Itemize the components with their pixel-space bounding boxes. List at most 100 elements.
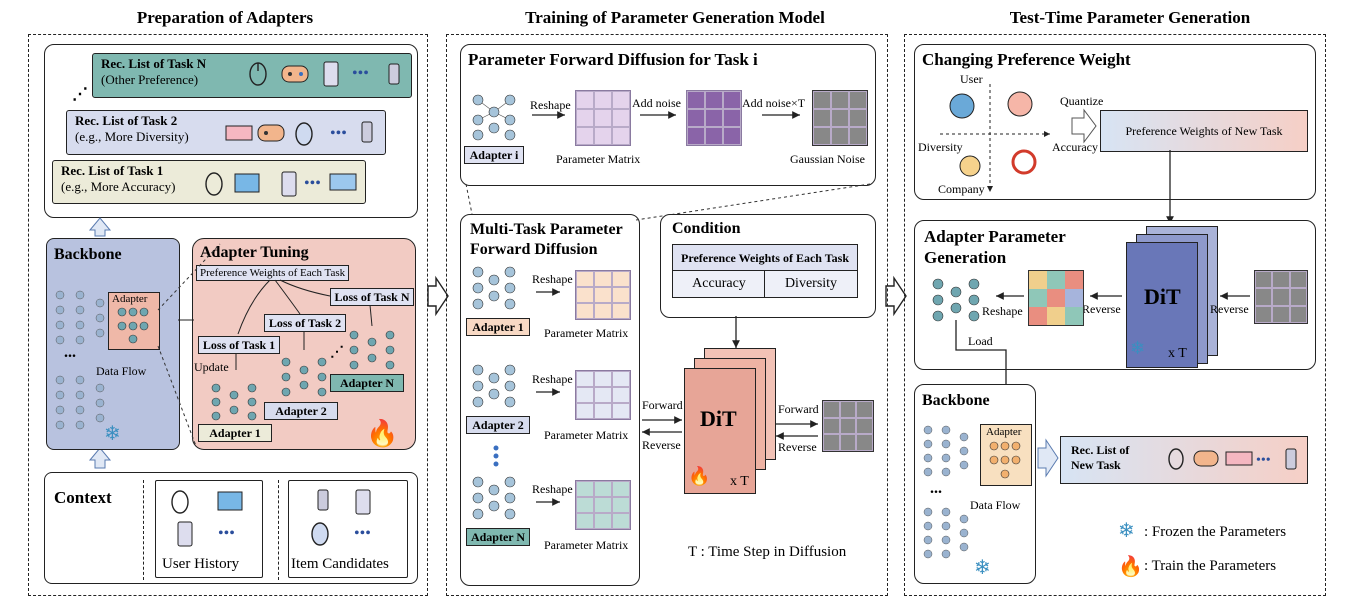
gaussian-noise-train [822, 400, 874, 452]
rec-list-task-n-subtitle: (Other Preference) [101, 72, 199, 87]
context-title: Context [54, 488, 112, 507]
adapter-i-network [472, 94, 800, 141]
mouse-icon [311, 522, 329, 546]
adapter-gen-title: Adapter Parameter Generation [924, 227, 1066, 267]
backbone-title: Backbone [54, 246, 122, 263]
adapter-1-tuning: Adapter 1 [198, 424, 272, 442]
dit-xT-test: x T [1168, 346, 1187, 361]
data-flow-label: Data Flow [96, 364, 147, 378]
forward-label-right: Forward [778, 402, 819, 416]
reverse-label-test-2: Reverse [1082, 302, 1121, 316]
frozen-legend: : Frozen the Parameters [1144, 524, 1287, 540]
multi-task-networks [472, 266, 560, 520]
target-icon [1011, 149, 1037, 175]
reshape-label-1: Reshape [532, 272, 573, 286]
reshape-label-n: Reshape [532, 482, 573, 496]
reshape-label-test: Reshape [982, 304, 1023, 318]
watch-icon [317, 489, 329, 511]
quantize-arrow [1071, 108, 1097, 144]
monitor-icon [217, 491, 243, 511]
parameter-matrix-label-1: Parameter Matrix [544, 326, 629, 340]
changing-pref-title: Changing Preference Weight [922, 50, 1131, 69]
watch-icon [1285, 448, 1297, 470]
rec-list-new-task-label: Rec. List of New Task [1071, 443, 1130, 472]
user-axis-label: User [960, 72, 983, 86]
data-flow-test-label: Data Flow [970, 498, 1021, 512]
adapter-n-tag: Adapter N [466, 528, 530, 546]
watch-icon [361, 121, 373, 143]
backbone-adapter-label: Adapter [112, 293, 148, 305]
accuracy-axis-label: Accuracy [1052, 140, 1098, 154]
more-dots: ••• [330, 125, 347, 142]
noisy-matrix [686, 90, 742, 146]
parameter-matrix-top [575, 90, 631, 146]
phone-icon [177, 521, 193, 547]
gamepad-icon [257, 124, 285, 142]
user-history-label: User History [162, 556, 240, 572]
dit-label-test: DiT [1144, 284, 1181, 309]
gamepad-icon [1193, 450, 1219, 467]
reverse-label-test-1: Reverse [1210, 302, 1249, 316]
parameter-matrix-2 [575, 370, 631, 420]
context-divider-2 [278, 480, 279, 580]
rec-list-items-icons: ••• ••• ••• [205, 61, 400, 197]
mouse-icon [171, 490, 189, 514]
quantize-label: Quantize [1060, 94, 1104, 108]
more-dots: ••• [1256, 453, 1271, 468]
adapter-2-tuning: Adapter 2 [264, 402, 338, 420]
mouse-icon [295, 122, 313, 146]
company-icon [959, 155, 981, 177]
rec-list-task-n: Rec. List of Task N (Other Preference) [92, 53, 412, 98]
adapter-n-tuning: Adapter N [330, 374, 404, 392]
rec-list-task-2-subtitle: (e.g., More Diversity) [75, 129, 189, 144]
more-dots: ••• [304, 175, 321, 192]
adapter-1-tag: Adapter 1 [466, 318, 530, 336]
more-dots: ••• [352, 65, 369, 82]
accuracy-cell: Accuracy [672, 270, 766, 298]
backbone-network: ❄ [55, 290, 149, 445]
section-title-training: Training of Parameter Generation Model [525, 8, 825, 27]
condition-arrow [732, 316, 740, 348]
dit-layer-front [684, 368, 756, 494]
multi-task-title: Multi-Task Parameter Forward Diffusion [470, 221, 623, 258]
forward-label-left: Forward [642, 398, 683, 412]
reverse-label-left: Reverse [642, 438, 681, 452]
mouse-icon [205, 172, 223, 196]
context-icons: ••• ••• [171, 489, 371, 547]
forward-diffusion-title: Parameter Forward Diffusion for Task i [468, 50, 758, 69]
gaussian-noise-test [1254, 270, 1308, 324]
condition-title: Condition [672, 220, 741, 237]
mouse-icon [249, 62, 267, 86]
monitor-icon [234, 173, 260, 193]
training-panel [446, 34, 888, 596]
backbone-test-adapter-label: Adapter [986, 426, 1022, 438]
loss-task-2: Loss of Task 2 [264, 314, 346, 332]
time-step-legend: T : Time Step in Diffusion [688, 544, 847, 560]
dit-layer-front-test [1126, 242, 1198, 368]
adapter-gen-box [914, 220, 1316, 370]
gen-arrows [932, 278, 1250, 396]
rec-list-task-1-subtitle: (e.g., More Accuracy) [61, 179, 176, 194]
panel-arrow-1 [427, 275, 907, 317]
generated-matrix [1028, 270, 1084, 326]
add-noise-label: Add noise [632, 96, 681, 110]
adapter-i-tag: Adapter i [464, 146, 524, 164]
pref-weights-condition: Preference Weights of Each Task [672, 244, 858, 272]
phone-icon [355, 489, 371, 515]
pref-weights-each-task: Preference Weights of Each Task [196, 265, 350, 281]
reshape-label-2: Reshape [532, 372, 573, 386]
watch-icon [388, 63, 400, 85]
preparation-panel [28, 34, 428, 596]
rec-list-new-task: Rec. List of New Task [1060, 436, 1308, 484]
backbone-test-title: Backbone [922, 392, 990, 409]
parameter-matrix-label-top: Parameter Matrix [556, 152, 641, 166]
load-label: Load [968, 334, 993, 348]
mouse-icon [1168, 448, 1184, 470]
section-title-preparation: Preparation of Adapters [136, 8, 314, 27]
snowflake-icon: ❄ [974, 557, 991, 579]
dit-label-train: DiT [700, 406, 737, 431]
company-axis-label: Company [938, 182, 985, 196]
parameter-matrix-1 [575, 270, 631, 320]
output-arrow [1037, 438, 1059, 478]
adapter-tuning-title: Adapter Tuning [200, 244, 309, 261]
